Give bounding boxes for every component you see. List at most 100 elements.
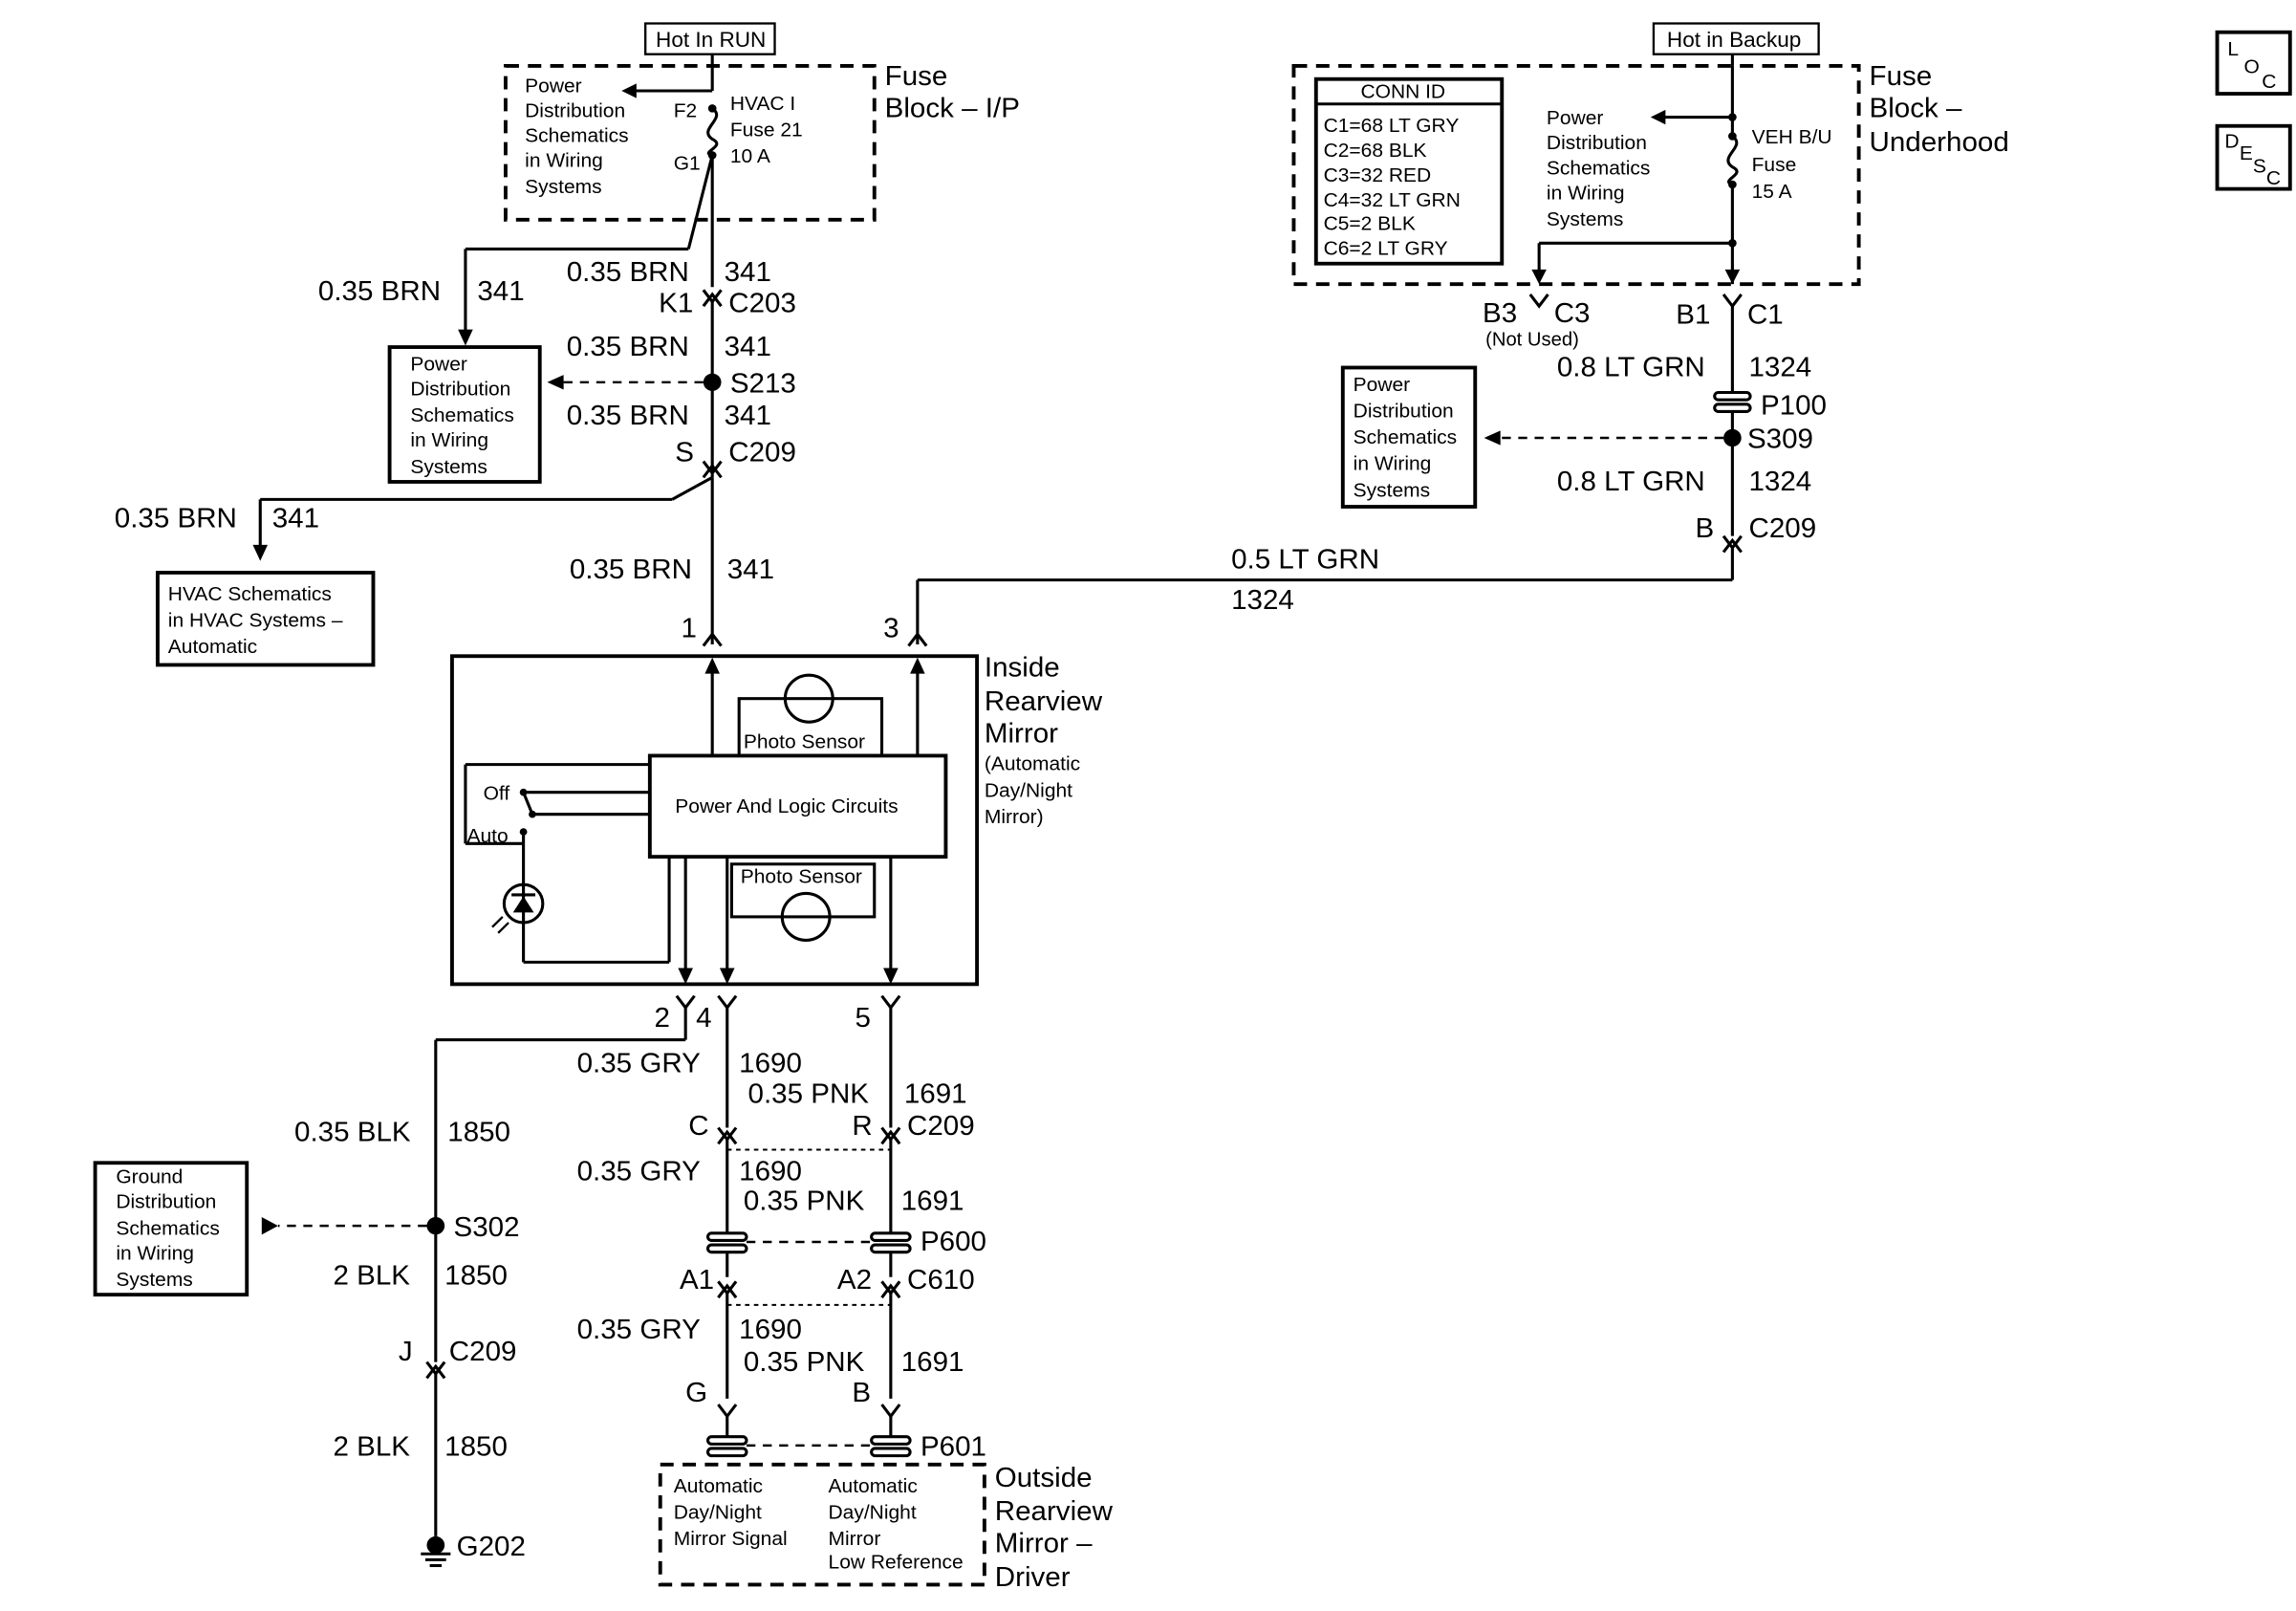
connector-c209-s-symbol — [702, 460, 723, 476]
circuit-1324-1: 1324 — [1749, 352, 1812, 383]
svg-text:in Wiring: in Wiring — [1354, 453, 1432, 475]
ground-g202-label: G202 — [457, 1531, 526, 1562]
hvac-schematics-box[interactable] — [155, 571, 376, 667]
pds-box-right[interactable] — [1340, 365, 1478, 509]
loc-c: C — [2262, 71, 2276, 93]
wire-035gry-1: 0.35 GRY — [577, 1047, 701, 1078]
svg-text:Automatic: Automatic — [674, 1475, 763, 1497]
connector-c209-j: C209 — [449, 1336, 517, 1367]
svg-text:Distribution: Distribution — [1354, 401, 1454, 423]
svg-text:Systems: Systems — [525, 176, 601, 198]
pds-box-mid[interactable] — [387, 345, 542, 484]
svg-text:in Wiring: in Wiring — [525, 150, 603, 172]
pin-3: 3 — [883, 613, 899, 644]
hot-in-backup-box — [1652, 22, 1820, 55]
circuit-1324-3: 1324 — [1231, 584, 1294, 616]
wire-035pnk-3: 0.35 PNK — [744, 1346, 865, 1378]
pass-through-p100-label: P100 — [1761, 390, 1827, 422]
svg-text:C3=32 RED: C3=32 RED — [1324, 164, 1432, 186]
svg-text:Day/Night: Day/Night — [985, 779, 1072, 801]
fuse-block-uh-title-2: Block – — [1870, 93, 1963, 124]
svg-text:Power: Power — [410, 354, 467, 376]
desc-button[interactable]: D E S C — [2215, 123, 2292, 191]
adn-mirror-low-reference: Automatic Day/Night Mirror Low Reference — [829, 1475, 964, 1573]
hvac-i-fuse-21: F2 G1 HVAC I Fuse 21 10 A — [674, 93, 803, 175]
pin-a2: A2 — [837, 1264, 872, 1295]
circuit-341-3: 341 — [725, 400, 771, 431]
ground-distribution-text: Ground Distribution Schematics in Wiring… — [116, 1166, 219, 1291]
svg-text:Schematics: Schematics — [116, 1217, 219, 1239]
connector-c209-s: C209 — [728, 437, 796, 468]
loc-l: L — [2227, 38, 2239, 60]
svg-text:Mirror: Mirror — [829, 1528, 881, 1550]
svg-text:Photo Sensor: Photo Sensor — [744, 731, 865, 753]
desc-e: E — [2240, 142, 2253, 164]
not-used-note: (Not Used) — [1485, 330, 1579, 351]
ground-distribution-box[interactable] — [93, 1161, 249, 1297]
pass-through-p100 — [1713, 390, 1752, 413]
circuit-1691-1: 1691 — [904, 1078, 967, 1110]
hvac-schematics-text: HVAC Schematics in HVAC Systems – Automa… — [168, 583, 343, 658]
loc-button[interactable]: L O C — [2215, 30, 2292, 96]
loc-o: O — [2244, 56, 2260, 78]
switch-off-label: Off — [484, 783, 510, 805]
splice-s302 — [426, 1216, 445, 1235]
wire-035brn-branch: 0.35 BRN — [318, 275, 441, 307]
svg-text:10 A: 10 A — [730, 145, 770, 167]
fuse-block-ip-title-1: Fuse — [885, 60, 948, 92]
connector-c209-cr: C209 — [907, 1110, 975, 1142]
fuse-block-underhood-outline — [1291, 64, 1861, 287]
svg-text:Mirror: Mirror — [985, 718, 1058, 750]
power-logic-circuits — [647, 753, 948, 860]
svg-text:HVAC I: HVAC I — [730, 93, 795, 115]
pin-1: 1 — [682, 613, 697, 644]
power-logic-label: Power And Logic Circuits — [675, 795, 898, 817]
pin-b3: B3 — [1483, 297, 1517, 329]
fuse-block-ip-title-2: Block – I/P — [885, 93, 1020, 124]
svg-text:Day/Night: Day/Night — [829, 1502, 917, 1524]
svg-text:Distribution: Distribution — [116, 1191, 216, 1213]
pass-through-p601-label: P601 — [921, 1431, 986, 1463]
svg-text:Outside: Outside — [995, 1462, 1093, 1493]
svg-text:F2: F2 — [674, 100, 697, 122]
svg-text:Power: Power — [1547, 107, 1604, 129]
connector-c203: C203 — [728, 287, 796, 318]
svg-text:Automatic: Automatic — [829, 1475, 918, 1497]
off-auto-switch: Off Auto — [464, 763, 650, 885]
svg-text:C6=2 LT GRY: C6=2 LT GRY — [1324, 238, 1448, 260]
svg-text:G1: G1 — [674, 153, 701, 175]
hot-in-run-box — [644, 22, 776, 55]
wire-035brn-3: 0.35 BRN — [567, 400, 689, 431]
svg-text:Driver: Driver — [995, 1561, 1071, 1593]
circuit-1691-3: 1691 — [901, 1346, 964, 1378]
svg-text:Automatic: Automatic — [168, 636, 257, 658]
svg-text:Schematics: Schematics — [1547, 157, 1650, 179]
switch-auto-label: Auto — [466, 825, 508, 847]
connector-c3: C3 — [1554, 297, 1591, 329]
splice-s302-label: S302 — [453, 1211, 519, 1243]
svg-text:HVAC Schematics: HVAC Schematics — [168, 583, 332, 605]
svg-text:Distribution: Distribution — [1547, 132, 1647, 154]
svg-text:Photo Sensor: Photo Sensor — [741, 866, 862, 888]
svg-text:Power: Power — [1354, 374, 1411, 396]
svg-text:CONN ID: CONN ID — [1360, 81, 1445, 103]
svg-text:in Wiring: in Wiring — [1547, 182, 1625, 204]
fuse-block-uh-title-1: Fuse — [1870, 60, 1933, 92]
svg-text:C5=2 BLK: C5=2 BLK — [1324, 213, 1416, 235]
wire-035brn-1: 0.35 BRN — [567, 256, 689, 288]
svg-text:Mirror –: Mirror – — [995, 1528, 1093, 1559]
circuit-1690-3: 1690 — [739, 1314, 802, 1345]
connector-c610: C610 — [907, 1264, 975, 1295]
svg-text:Mirror Signal: Mirror Signal — [674, 1528, 788, 1550]
pin-s: S — [675, 437, 694, 468]
hot-in-backup-label: Hot in Backup — [1667, 28, 1801, 52]
wire-2blk-2: 2 BLK — [333, 1431, 410, 1463]
pin-c: C — [688, 1110, 708, 1142]
wire-2blk-1: 2 BLK — [333, 1260, 410, 1292]
photo-sensor-bottom: Photo Sensor — [729, 862, 877, 942]
wire-035gry-3: 0.35 GRY — [577, 1314, 701, 1345]
circuit-341-2: 341 — [725, 331, 771, 362]
outside-mirror-title: Outside Rearview Mirror – Driver — [995, 1462, 1114, 1593]
wire-035pnk-2: 0.35 PNK — [744, 1185, 865, 1216]
